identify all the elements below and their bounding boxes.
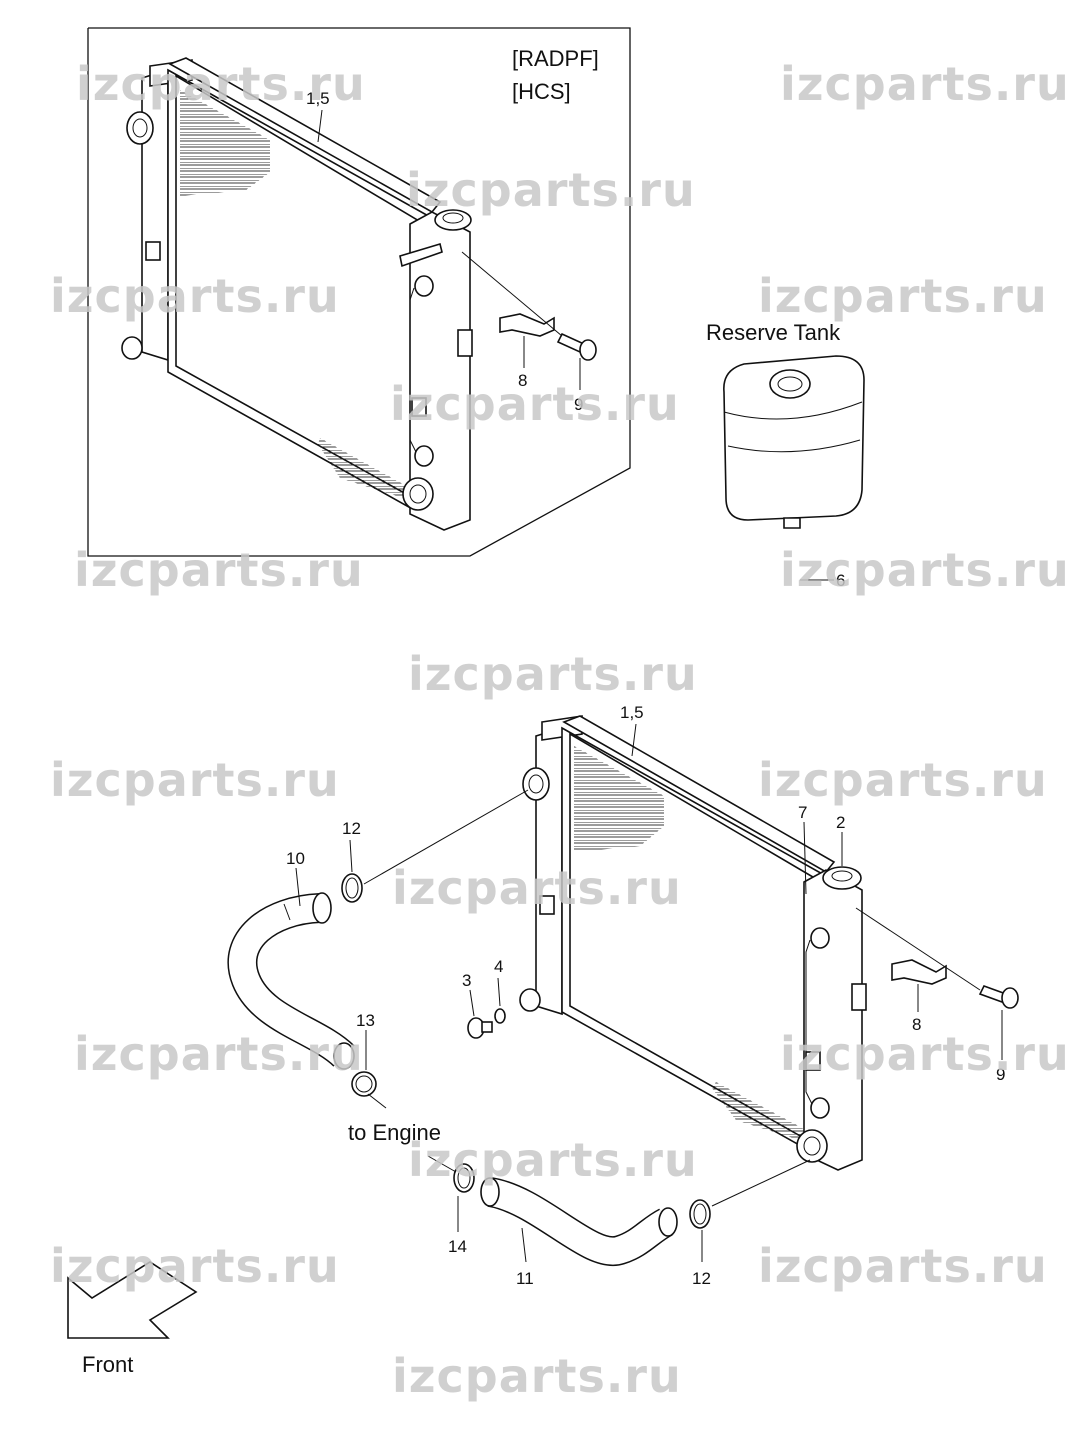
inset-code-radpf: [RADPF] (512, 46, 599, 71)
watermark: izcparts.ru (50, 269, 340, 323)
watermark: izcparts.ru (392, 1349, 682, 1403)
main-bracket (891, 959, 947, 985)
front-label: Front (82, 1352, 133, 1377)
watermark: izcparts.ru (758, 269, 1048, 323)
watermark: izcparts.ru (406, 163, 696, 217)
inset-callout-bracket: 8 (518, 371, 527, 390)
callout-overflow-hose: 7 (798, 803, 807, 822)
callout-lower-radiator-clamp: 12 (692, 1269, 711, 1288)
upper-clamp (341, 873, 363, 903)
callout-drain-oring: 4 (494, 957, 503, 976)
watermark: izcparts.ru (390, 377, 680, 431)
inset-callout-radiator: 1,5 (306, 89, 330, 108)
callout-main-bolt: 9 (996, 1065, 1005, 1084)
callout-engine-clamp: 13 (356, 1011, 375, 1030)
watermark: izcparts.ru (50, 753, 340, 807)
watermark: izcparts.ru (50, 1239, 340, 1293)
callout-lower-hose: 11 (516, 1269, 534, 1288)
upper-hose (227, 892, 355, 1070)
watermark: izcparts.ru (780, 543, 1070, 597)
drain-plug (467, 1017, 493, 1039)
lower-hose (480, 1177, 678, 1266)
watermark: izcparts.ru (780, 1027, 1070, 1081)
to-engine-label: to Engine (348, 1120, 441, 1145)
inset-box: [RADPF] [HCS] (87, 27, 631, 557)
inset-bracket (499, 313, 555, 337)
lower-clamp (453, 1163, 475, 1193)
callout-cap: 2 (836, 813, 845, 832)
watermark: izcparts.ru (408, 647, 698, 701)
watermark: izcparts.ru (408, 1133, 698, 1187)
callout-reserve-hose: 6 (836, 571, 845, 590)
inset-callout-bolt: 9 (574, 395, 583, 414)
callout-upper-clamp: 12 (342, 819, 361, 838)
drain-oring (494, 1008, 506, 1024)
main-radiator (519, 715, 867, 1171)
engine-clamp (351, 1071, 377, 1097)
watermark: izcparts.ru (392, 861, 682, 915)
watermark: izcparts.ru (74, 1027, 364, 1081)
reserve-tank (723, 355, 865, 529)
lower-radiator-clamp (689, 1199, 711, 1229)
watermarks: izcparts.ru izcparts.ru izcparts.ru izcp… (50, 57, 1070, 1403)
inset-code-hcs: [HCS] (512, 79, 571, 104)
watermark: izcparts.ru (758, 753, 1048, 807)
front-arrow (67, 1261, 198, 1339)
watermark: izcparts.ru (74, 543, 364, 597)
callout-main-radiator: 1,5 (620, 703, 644, 722)
watermark: izcparts.ru (76, 57, 366, 111)
callout-main-bracket: 8 (912, 1015, 921, 1034)
main-bolt (978, 985, 1019, 1009)
reserve-tank-label: Reserve Tank (706, 320, 841, 345)
watermark: izcparts.ru (780, 57, 1070, 111)
callout-lower-clamp: 14 (448, 1237, 467, 1256)
callout-drain-plug: 3 (462, 971, 471, 990)
inset-bolt (556, 332, 597, 361)
watermark: izcparts.ru (758, 1239, 1048, 1293)
inset-radiator (121, 57, 473, 531)
callout-upper-hose: 10 (286, 849, 305, 868)
